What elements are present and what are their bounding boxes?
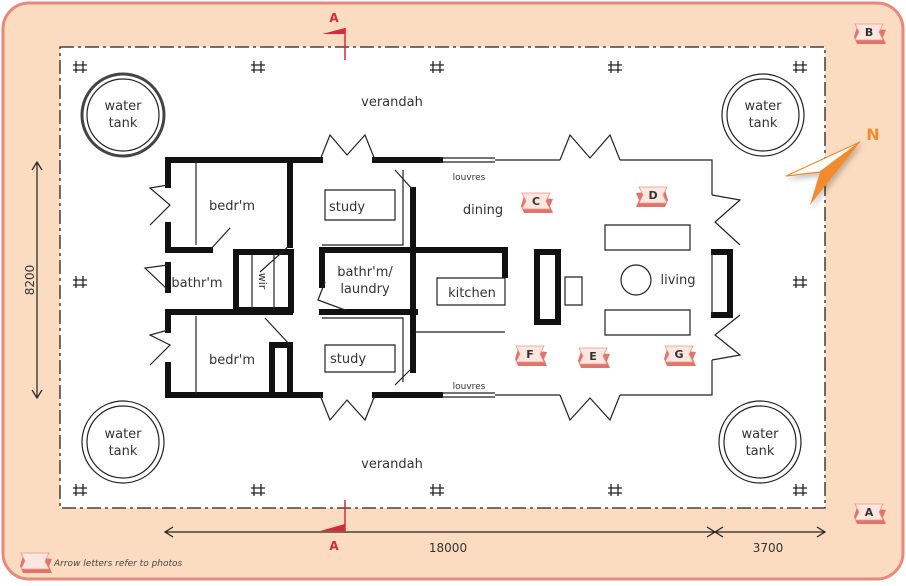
label-bath-laundry-1: bathr'm/ — [337, 265, 393, 280]
label-verandah-bottom: verandah — [361, 457, 423, 472]
label-louvres-bottom: louvres — [453, 382, 486, 392]
svg-text:F: F — [526, 348, 534, 361]
label-bathroom: bathr'm — [171, 276, 222, 291]
photo-marker-e[interactable]: E — [577, 347, 611, 369]
svg-text:water: water — [104, 99, 142, 114]
svg-text:3700: 3700 — [753, 541, 784, 555]
water-tank-se: water tank — [718, 400, 802, 484]
label-dining: dining — [463, 203, 503, 218]
walls — [165, 157, 733, 398]
svg-text:B: B — [865, 26, 873, 39]
svg-text:tank: tank — [746, 444, 775, 459]
svg-text:G: G — [674, 348, 683, 361]
north-label: N — [866, 125, 879, 144]
label-living: living — [660, 273, 695, 288]
svg-text:A: A — [865, 506, 874, 519]
site-boundary — [59, 46, 826, 509]
water-tank-sw: water tank — [81, 400, 165, 484]
label-study-top: study — [329, 200, 365, 215]
dimension-8200: 8200 — [23, 160, 43, 400]
label-study-bottom: study — [330, 352, 366, 367]
svg-text:water: water — [104, 427, 142, 442]
label-bath-laundry-2: laundry — [340, 282, 390, 297]
photo-marker-b[interactable]: B — [853, 23, 887, 45]
svg-text:D: D — [648, 189, 657, 202]
legend: Arrow letters refer to photos — [19, 552, 183, 574]
section-marker-bottom: A — [320, 500, 346, 553]
dimension-18000: 18000 — [163, 526, 717, 555]
section-marker-top: A — [322, 11, 346, 60]
label-bedroom-top: bedr'm — [209, 199, 255, 214]
photo-marker-g[interactable]: G — [663, 345, 697, 367]
svg-text:tank: tank — [109, 444, 138, 459]
dimension-3700: 3700 — [713, 526, 827, 555]
svg-text:C: C — [532, 195, 540, 208]
water-tank-nw: water tank — [80, 72, 166, 158]
legend-text: Arrow letters refer to photos — [53, 559, 183, 569]
svg-text:water: water — [741, 427, 779, 442]
svg-text:tank: tank — [749, 116, 778, 131]
photo-marker-a[interactable]: A — [853, 503, 887, 525]
label-bedroom-bottom: bedr'm — [209, 353, 255, 368]
label-louvres-top: louvres — [453, 173, 486, 183]
label-kitchen: kitchen — [448, 286, 496, 301]
label-verandah-top: verandah — [361, 95, 423, 110]
label-wir: wir — [256, 273, 269, 290]
windows-and-doors — [143, 133, 742, 422]
water-tank-ne: water tank — [721, 73, 805, 157]
photo-marker-f[interactable]: F — [514, 345, 548, 367]
svg-text:A: A — [329, 11, 339, 25]
svg-text:E: E — [589, 350, 597, 363]
svg-text:18000: 18000 — [429, 541, 467, 555]
svg-text:tank: tank — [109, 116, 138, 131]
north-arrow-icon — [785, 141, 861, 205]
legend-tag-icon — [19, 552, 53, 574]
svg-text:water: water — [744, 99, 782, 114]
photo-marker-c[interactable]: C — [520, 192, 554, 214]
svg-text:8200: 8200 — [23, 265, 37, 296]
svg-text:A: A — [329, 539, 339, 553]
photo-marker-d[interactable]: D — [635, 186, 669, 208]
